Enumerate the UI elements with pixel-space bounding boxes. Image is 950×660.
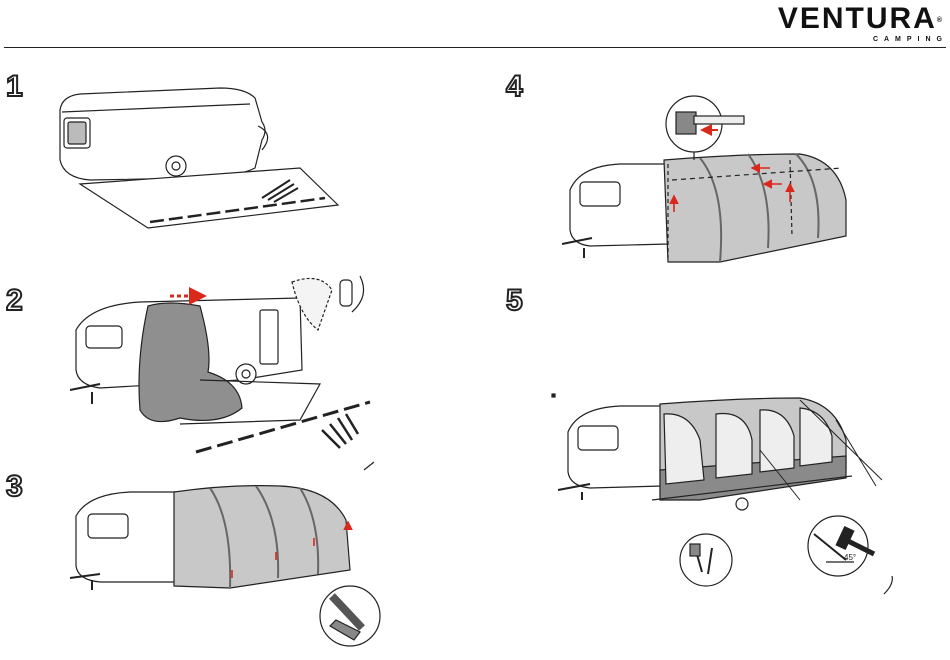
caravan-window	[88, 514, 128, 538]
caravan-window	[578, 426, 618, 450]
peg-angle-label: 45°	[844, 553, 856, 562]
awning-body	[174, 486, 350, 588]
lubricant-spray-icon	[340, 280, 352, 306]
step-1-illustration	[60, 88, 338, 228]
caravan-cover	[60, 88, 265, 180]
step-4-illustration	[562, 96, 846, 262]
caravan-door	[260, 310, 278, 364]
detail-circle-peg-hook	[680, 534, 732, 586]
step-2-illustration	[70, 276, 374, 470]
step-5-illustration: 45°	[552, 394, 892, 594]
caravan-window	[580, 182, 620, 206]
caravan-window	[86, 326, 122, 348]
step-3-illustration	[70, 486, 380, 646]
